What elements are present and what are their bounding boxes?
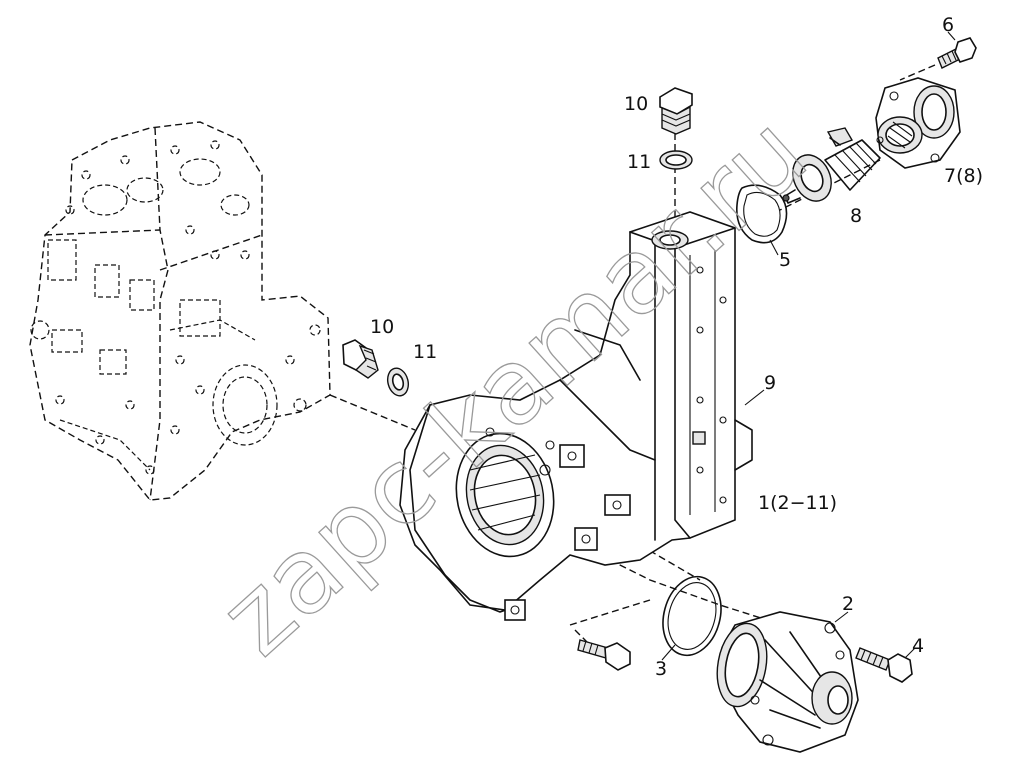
label-part-6: 6 xyxy=(942,14,954,36)
thermostat-housing xyxy=(875,77,961,169)
bolt-thermostat xyxy=(937,37,977,69)
label-part-1-2-11: 1(2−11) xyxy=(758,492,837,514)
bolt-pump-left xyxy=(577,639,631,671)
front-cover-housing xyxy=(399,211,753,621)
engine-block-outline xyxy=(29,121,331,501)
leader-lines xyxy=(661,31,956,661)
label-part-4: 4 xyxy=(912,635,924,657)
gasket-thermostat xyxy=(735,184,788,244)
label-part-8: 8 xyxy=(850,205,862,227)
seal-ring-top xyxy=(659,150,693,170)
label-part-2: 2 xyxy=(842,593,854,615)
label-part-9: 9 xyxy=(764,372,776,394)
label-part-10-left: 10 xyxy=(370,316,394,338)
o-ring-pump xyxy=(662,575,722,657)
label-part-10-top: 10 xyxy=(624,93,648,115)
thermostat xyxy=(782,127,881,204)
plug-top xyxy=(659,87,693,135)
water-pump xyxy=(716,611,859,753)
label-part-3: 3 xyxy=(655,658,667,680)
plug-left xyxy=(342,339,379,379)
seal-ring-left xyxy=(386,367,410,397)
label-part-11-left: 11 xyxy=(413,341,437,363)
label-part-5: 5 xyxy=(779,249,791,271)
label-part-11-top: 11 xyxy=(627,151,651,173)
label-part-7-8: 7(8) xyxy=(944,165,983,187)
bolt-pump-right xyxy=(855,647,913,683)
